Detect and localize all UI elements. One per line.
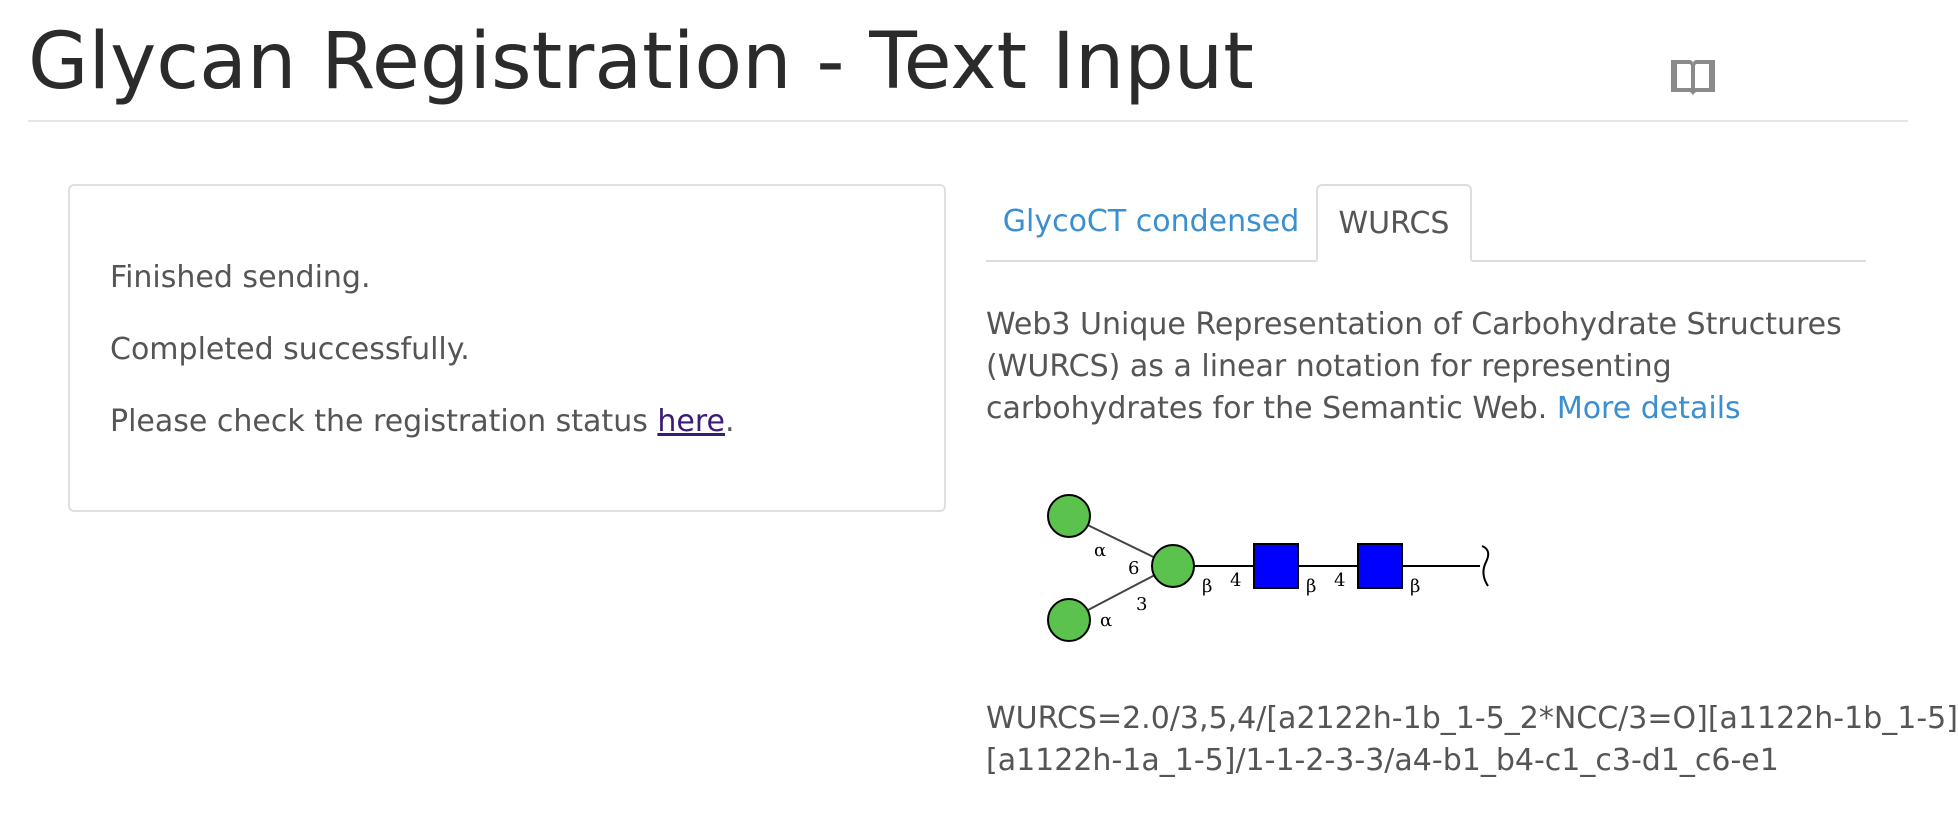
label-alpha-upper: α	[1094, 540, 1106, 561]
tab-glycoct-condensed[interactable]: GlycoCT condensed	[1002, 204, 1300, 239]
glcnac-middle	[1253, 543, 1299, 589]
status-check-text: Please check the registration status	[110, 404, 658, 439]
format-tabs: GlycoCT condensed WURCS	[986, 184, 1866, 262]
tab-wurcs[interactable]: WURCS	[1316, 184, 1472, 262]
wurcs-string-line2: [a1122h-1a_1-5]/1-1-2-3-3/a4-b1_b4-c1_c3…	[986, 743, 1779, 778]
mannose-core	[1151, 544, 1195, 588]
status-check-registration: Please check the registration status her…	[110, 402, 735, 442]
reducing-end-bracket	[1481, 545, 1490, 587]
wurcs-description-text: Web3 Unique Representation of Carbohydra…	[986, 307, 1842, 426]
title-divider	[28, 120, 1908, 122]
page-title: Glycan Registration - Text Input	[28, 17, 1254, 107]
mannose-upper	[1047, 494, 1091, 538]
label-four-first: 4	[1230, 570, 1241, 591]
glycan-structure-image: α 6 3 α β 4 β 4 β	[1047, 494, 1490, 642]
wurcs-string-line1: WURCS=2.0/3,5,4/[a2122h-1b_1-5_2*NCC/3=O…	[986, 701, 1958, 736]
wurcs-description: Web3 Unique Representation of Carbohydra…	[986, 304, 1876, 430]
status-panel: Finished sending. Completed successfully…	[68, 184, 946, 512]
label-six: 6	[1128, 558, 1139, 579]
wurcs-string: WURCS=2.0/3,5,4/[a2122h-1b_1-5_2*NCC/3=O…	[986, 698, 1958, 782]
status-finished-sending: Finished sending.	[110, 260, 371, 295]
glcnac-reducing	[1357, 543, 1403, 589]
status-completed: Completed successfully.	[110, 332, 470, 367]
more-details-link[interactable]: More details	[1556, 391, 1741, 426]
registration-status-link[interactable]: here	[657, 404, 725, 439]
label-alpha-lower: α	[1100, 610, 1112, 631]
label-beta-reducing: β	[1410, 576, 1420, 597]
book-icon[interactable]	[1668, 54, 1718, 98]
mannose-lower	[1047, 598, 1091, 642]
label-beta-core: β	[1202, 576, 1212, 597]
label-three: 3	[1136, 594, 1147, 615]
label-four-second: 4	[1334, 570, 1345, 591]
status-check-period: .	[724, 404, 735, 439]
label-beta-middle: β	[1306, 576, 1316, 597]
